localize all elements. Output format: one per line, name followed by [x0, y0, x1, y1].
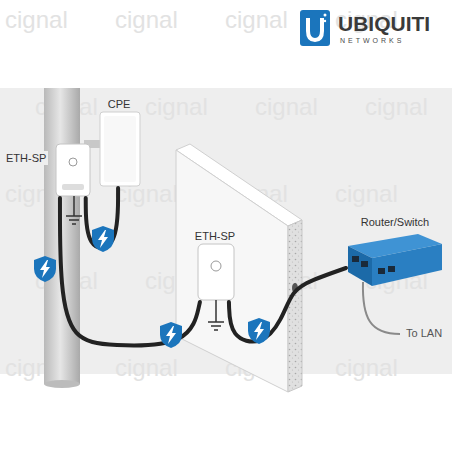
drawing-part [66, 215, 82, 217]
watermark-text: cignal [255, 95, 318, 119]
watermark-text: cignal [335, 182, 398, 206]
pole-base [44, 380, 80, 388]
drawing-part [73, 196, 75, 216]
eth-sp-housing [56, 144, 90, 196]
drawing-part [215, 300, 217, 322]
watermark-text: cignal [145, 95, 208, 119]
surge-shield [34, 256, 56, 282]
device-label: CPE [106, 97, 133, 111]
drawing-part [208, 321, 224, 323]
device-label: ETH-SP [4, 151, 48, 165]
router-port [378, 268, 385, 274]
logo-u [308, 18, 322, 40]
device-label: Router/Switch [359, 215, 431, 229]
surge-shield [92, 226, 114, 252]
logo-square [300, 10, 330, 46]
eth-sp-logo [69, 158, 77, 166]
cpe-panel [100, 112, 140, 186]
ground-symbol [66, 196, 82, 224]
ethernet-cable [60, 198, 200, 345]
router-port [352, 256, 359, 262]
surge-shield [248, 318, 270, 344]
watermark-text: cignal [225, 8, 288, 32]
router-front [348, 246, 372, 286]
device-node: CPE [96, 94, 142, 188]
drawing-part [214, 329, 218, 331]
router-port [361, 261, 368, 267]
watermark-text: cignal [365, 95, 428, 119]
device-label: ETH-SP [193, 229, 237, 243]
device-node: ETH-SP [2, 142, 94, 198]
drawing-part [211, 325, 221, 327]
device-node: ETH-SP [186, 226, 244, 302]
watermark-text: cignal [115, 356, 178, 380]
cable-label: To LAN [404, 327, 444, 339]
ground-symbol [208, 300, 224, 330]
router-side [372, 244, 442, 286]
watermark-text: cignal [5, 8, 68, 32]
logo-dot [324, 20, 326, 22]
watermark-text: cignal [335, 356, 398, 380]
router-switch [348, 234, 442, 286]
brand-logo-text: UBIQUITI [336, 12, 432, 35]
logo-dot [324, 14, 327, 17]
wall-side [288, 220, 302, 392]
eth-sp-logo [211, 261, 221, 271]
surge-shield [160, 322, 182, 348]
drawing-part [69, 219, 79, 221]
cpe-antenna [84, 112, 140, 186]
logo-icon [300, 10, 330, 46]
brand-logo-text: NETWORKS [338, 37, 406, 45]
lan-cable [363, 282, 400, 334]
eth-sp-device [56, 144, 90, 196]
eth-sp-device [198, 244, 234, 300]
ethernet-cable [229, 268, 346, 342]
drawing-part [72, 223, 76, 225]
wall-face [176, 150, 288, 392]
eth-sp-housing [198, 244, 234, 300]
router-port [388, 266, 395, 272]
wall [176, 144, 302, 392]
device-node: Router/Switch [346, 212, 444, 292]
watermark-text: cignal [115, 8, 178, 32]
eth-sp-ports [62, 184, 84, 190]
cpe-face [104, 116, 136, 182]
